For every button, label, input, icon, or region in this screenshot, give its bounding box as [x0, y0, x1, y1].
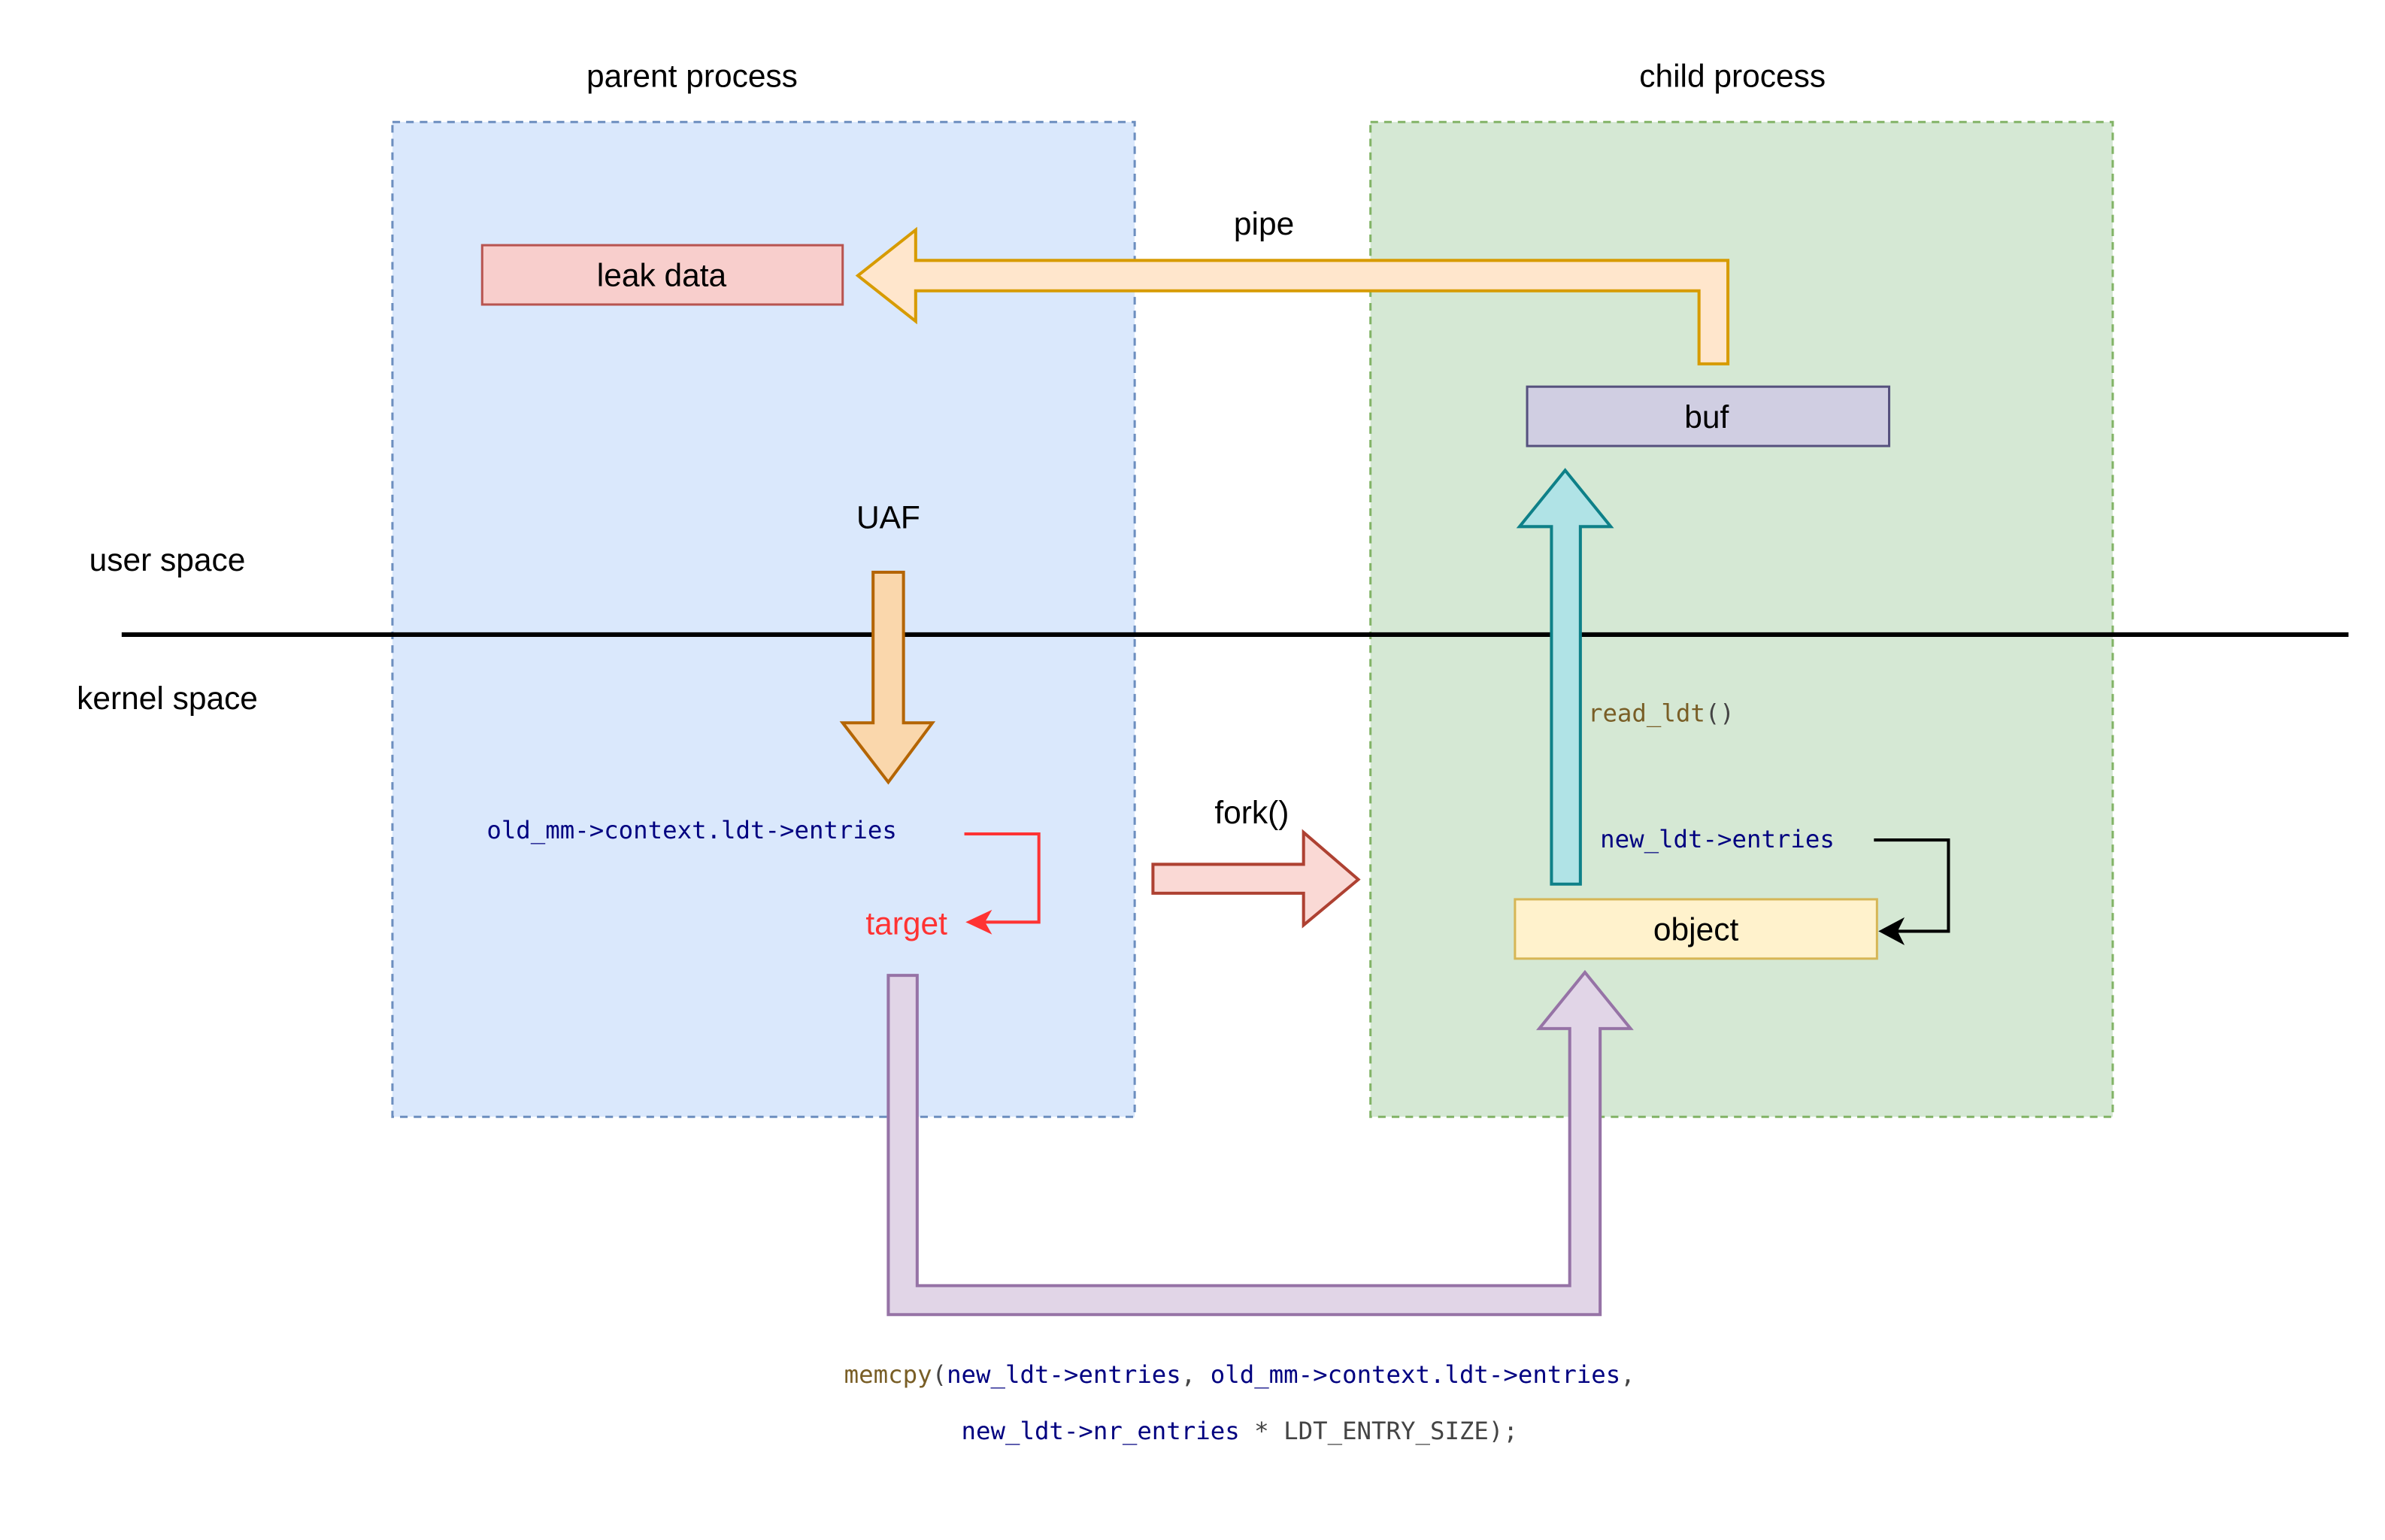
target-arrowhead [965, 909, 992, 935]
object-arrowhead [1878, 917, 1905, 946]
new-entries-code: new_ldt->entries [1600, 825, 1835, 853]
child-process-title: child process [1639, 59, 1826, 95]
fork-label: fork() [1214, 796, 1289, 831]
kernel-space-label: kernel space [77, 681, 258, 717]
memcpy-fn: memcpy [844, 1360, 932, 1389]
old-entries-code: old_mm->context.ldt->entries [486, 816, 897, 844]
buf-label: buf [1684, 400, 1729, 435]
memcpy-arrow [886, 969, 1634, 1317]
memcpy-open: ( [932, 1360, 947, 1389]
read-ldt-parens: () [1705, 699, 1735, 727]
read-ldt-fn: read_ldt [1588, 699, 1705, 727]
read-ldt-label: read_ldt() [1588, 699, 1735, 727]
uaf-label: UAF [856, 500, 920, 535]
old-entries-to-target-connector [964, 832, 1041, 924]
memcpy-sep1: , [1181, 1360, 1211, 1389]
leak-data-label: leak data [597, 259, 727, 294]
object-label: object [1653, 913, 1739, 948]
memcpy-arg1: new_ldt->entries [947, 1360, 1181, 1389]
user-space-label: user space [89, 543, 246, 578]
memcpy-line-1: memcpy(new_ldt->entries, old_mm->context… [844, 1360, 1635, 1389]
new-entries-to-object-connector [1874, 838, 1950, 933]
pipe-label: pipe [1234, 207, 1294, 242]
buf-box [1526, 385, 1891, 447]
memcpy-op: * LDT_ENTRY_SIZE); [1240, 1417, 1518, 1445]
parent-process-title: parent process [586, 59, 798, 95]
target-label: target [865, 906, 947, 941]
fork-arrow [1151, 829, 1361, 929]
object-box [1514, 898, 1878, 960]
memcpy-line-2: new_ldt->nr_entries * LDT_ENTRY_SIZE); [962, 1417, 1518, 1445]
leak-data-box [480, 244, 844, 306]
uaf-arrow [839, 570, 936, 785]
memcpy-sep2: , [1620, 1360, 1635, 1389]
memcpy-arg3: new_ldt->nr_entries [962, 1417, 1240, 1445]
memcpy-arg2: old_mm->context.ldt->entries [1211, 1360, 1621, 1389]
pipe-arrow [855, 226, 1730, 365]
read-ldt-arrow [1516, 468, 1614, 886]
